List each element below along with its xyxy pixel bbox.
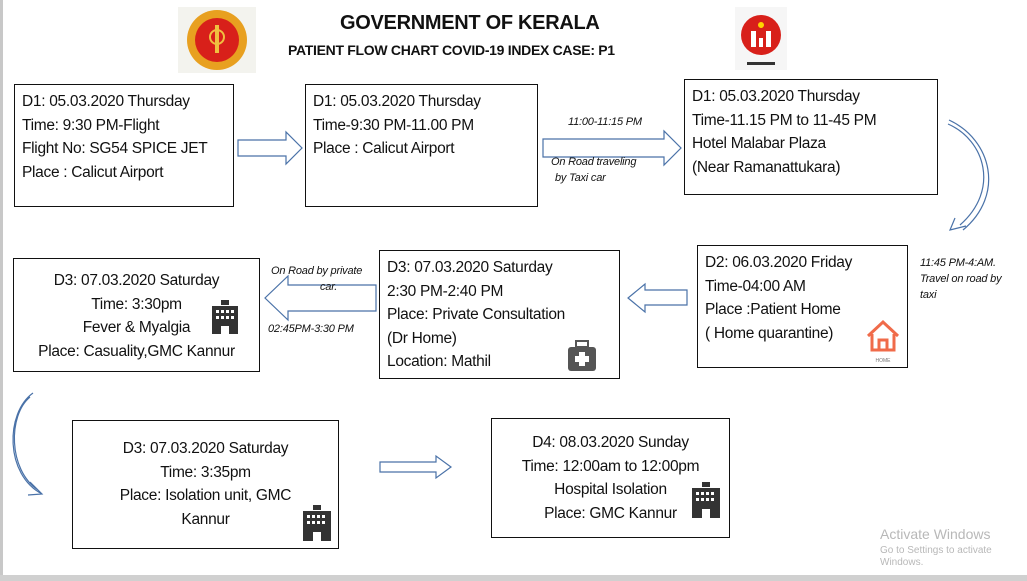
- travel-note-mode-2: Travel on road by: [920, 273, 1002, 285]
- box-place-detail: (Dr Home): [387, 329, 457, 347]
- box-time: Time-9:30 PM-11.00 PM: [313, 116, 474, 134]
- arrow-left-2: [264, 274, 377, 322]
- hospital-building-icon: [303, 505, 331, 541]
- curved-arrow-1: [947, 119, 990, 231]
- flow-box-hospital-isolation: D4: 08.03.2020 Sunday Time: 12:00am to 1…: [491, 418, 730, 538]
- home-icon: HOME: [866, 319, 900, 364]
- box-time: 2:30 PM-2:40 PM: [387, 282, 504, 300]
- arrow-right-3: [379, 454, 453, 480]
- box-date: D4: 08.03.2020 Sunday: [532, 434, 689, 451]
- medical-kit-icon: [568, 340, 596, 371]
- home-icon-label: HOME: [876, 358, 892, 364]
- travel-note-mode-3-cont: car.: [320, 281, 338, 293]
- box-time: Time-04:00 AM: [705, 277, 806, 295]
- flow-box-isolation-unit: D3: 07.03.2020 Saturday Time: 3:35pm Pla…: [72, 420, 339, 549]
- window-edge: [0, 0, 3, 581]
- box-place: Hotel Malabar Plaza: [692, 135, 826, 152]
- travel-note-time-2: 11:45 PM-4:AM.: [920, 257, 996, 269]
- window-edge-bottom: [0, 575, 1027, 581]
- arrow-right-2: [542, 129, 682, 167]
- box-place: Place: Isolation unit, GMC: [119, 487, 292, 504]
- nhm-logo: [735, 7, 787, 70]
- box-place: Place: Casuality,GMC Kannur: [38, 342, 235, 360]
- box-time: Time-11.15 PM to 11-45 PM: [692, 111, 877, 129]
- box-date: D3: 07.03.2020 Saturday: [122, 440, 289, 457]
- flow-box-airport: D1: 05.03.2020 Thursday Time-9:30 PM-11.…: [305, 84, 538, 207]
- page-subtitle: PATIENT FLOW CHART COVID-19 INDEX CASE: …: [288, 42, 615, 58]
- flow-box-flight: D1: 05.03.2020 Thursday Time: 9:30 PM-Fl…: [14, 84, 234, 207]
- box-time: Time: 3:35pm: [160, 463, 251, 481]
- box-location: Location: Mathil: [387, 353, 491, 370]
- hospital-building-icon: [212, 300, 238, 334]
- box-time: Time: 3:30pm: [91, 295, 182, 313]
- box-place: Place : Calicut Airport: [22, 163, 164, 181]
- box-status: ( Home quarantine): [705, 324, 834, 342]
- box-place: Place :Patient Home: [705, 301, 841, 318]
- box-date: D1: 05.03.2020 Thursday: [692, 88, 860, 105]
- activation-watermark-title: Activate Windows: [880, 526, 991, 542]
- travel-note-mode-cont: by Taxi car: [555, 172, 606, 184]
- activation-watermark-subtitle: Go to Settings to activate Windows.: [880, 545, 992, 568]
- box-place: Place : Calicut Airport: [313, 140, 455, 157]
- box-place-detail: (Near Ramanattukara): [692, 158, 841, 176]
- hospital-building-icon: [692, 482, 720, 518]
- flow-box-hotel: D1: 05.03.2020 Thursday Time-11.15 PM to…: [684, 79, 938, 195]
- travel-note-time-3: 02:45PM-3:30 PM: [268, 323, 354, 335]
- box-place: Place: Private Consultation: [387, 306, 565, 323]
- box-status: Hospital Isolation: [554, 481, 667, 498]
- box-date: D1: 05.03.2020 Thursday: [22, 93, 190, 110]
- page-title: GOVERNMENT OF KERALA: [340, 12, 600, 34]
- travel-note-mode-3: On Road by private: [271, 265, 363, 277]
- box-flight: Flight No: SG54 SPICE JET: [22, 140, 208, 157]
- box-symptoms: Fever & Myalgia: [82, 319, 191, 336]
- box-place: Place: GMC Kannur: [544, 504, 677, 522]
- travel-note-time: 11:00-11:15 PM: [568, 116, 642, 128]
- box-date: D1: 05.03.2020 Thursday: [313, 93, 481, 110]
- box-time: Time: 9:30 PM-Flight: [22, 116, 160, 134]
- box-date: D2: 06.03.2020 Friday: [705, 254, 853, 271]
- travel-note-mode-2-cont: taxi: [920, 289, 937, 301]
- arrow-right-1: [237, 130, 303, 166]
- dhs-kerala-logo: [178, 7, 256, 73]
- box-time: Time: 12:00am to 12:00pm: [521, 457, 700, 475]
- travel-note-mode: On Road traveling: [551, 156, 637, 168]
- curved-arrow-2: [12, 392, 44, 496]
- arrow-left-1: [627, 282, 688, 314]
- box-date: D3: 07.03.2020 Saturday: [53, 272, 220, 289]
- box-place-cont: Kannur: [181, 510, 230, 528]
- box-date: D3: 07.03.2020 Saturday: [387, 259, 553, 276]
